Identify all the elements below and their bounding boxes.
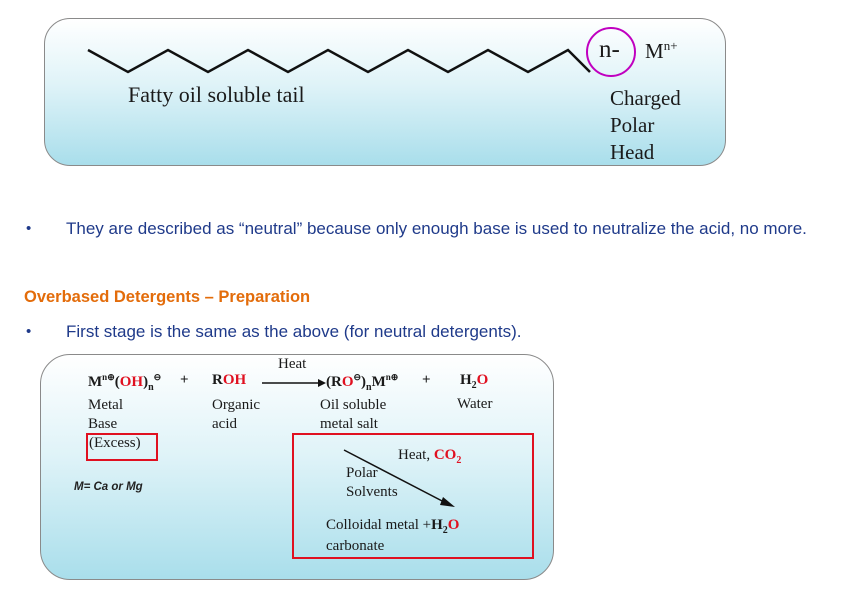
product-line-2: carbonate <box>326 538 385 554</box>
label-metal-base: Metal Base <box>88 397 123 432</box>
polar-solvents-label: Polar Solvents <box>346 465 398 500</box>
arrow-label-heat: Heat <box>278 356 307 372</box>
metal-note: M= Ca or Mg <box>74 481 143 493</box>
reaction-panel <box>40 354 554 580</box>
bullet-text-neutral: They are described as “neutral” because … <box>66 219 807 238</box>
second-stage-condition: Heat, CO2 <box>398 447 462 466</box>
metal-base-formula: Mn⊕(OH)n⊖ <box>88 372 162 393</box>
metal-salt-formula: (RO⊖)nMn⊕ <box>326 372 399 393</box>
surfactant-panel <box>44 18 726 166</box>
polar-head-circle <box>586 27 636 77</box>
plus-sign-1: + <box>180 372 189 388</box>
head-symbol: n- <box>599 36 620 63</box>
label-water: Water <box>457 396 493 412</box>
section-title: Overbased Detergents – Preparation <box>24 288 311 306</box>
second-stage-box <box>292 433 534 559</box>
label-excess: (Excess) <box>89 435 141 451</box>
fatty-tail-zigzag <box>87 48 591 74</box>
label-organic-acid: Organic acid <box>212 397 261 432</box>
plus-sign-2: + <box>422 372 431 388</box>
label-oil-soluble-salt: Oil soluble metal salt <box>320 397 387 432</box>
bullet-marker-1: • <box>26 220 32 237</box>
head-label: Charged Polar Head <box>610 86 681 164</box>
bullet-marker-2: • <box>26 323 32 340</box>
bullet-text-first-stage: First stage is the same as the above (fo… <box>66 322 522 341</box>
product-line-1: Colloidal metal +H2O <box>326 517 460 536</box>
organic-acid-formula: ROH <box>212 372 247 388</box>
counter-ion: Mn+ <box>645 38 678 63</box>
excess-box <box>86 433 158 461</box>
water-formula: H2O <box>460 372 489 391</box>
tail-label: Fatty oil soluble tail <box>128 82 305 107</box>
